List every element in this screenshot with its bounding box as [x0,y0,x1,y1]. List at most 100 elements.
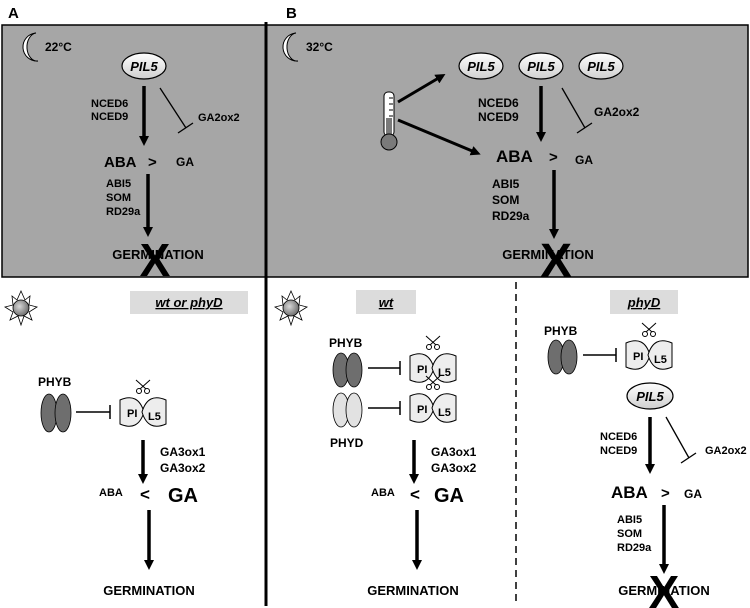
phyb-photoreceptor [40,393,72,433]
pil5-protein: PIL5 [626,382,674,410]
pil5-fragment-left: PI [417,404,427,416]
degraded-pil5: PI L5 [409,393,457,423]
temperature-22c: 22°C [45,40,72,54]
panel-label-a: A [8,5,19,22]
phyd-photoreceptor [332,392,363,428]
block-cross: X [649,566,680,608]
phyb-photoreceptor [332,352,363,388]
temp-to-pil5-arrow [397,73,446,104]
genotype-box [356,290,416,314]
germination-label: GERMINATION [367,583,458,598]
degraded-pil5: PI L5 [409,353,457,383]
ga-label: GA [575,153,593,167]
pil5-fragment-left: PI [127,408,137,420]
aba-label: ABA [496,147,533,166]
pil5-fragment-left: PI [417,364,427,376]
phyb-label: PHYB [544,324,578,338]
degraded-pil5: PI L5 [119,397,167,427]
ga-label: GA [684,487,702,501]
inhibit-bar [177,122,194,134]
scissors-icon [425,375,441,390]
inhibit-bar [680,452,697,464]
nced9-label: NCED9 [478,110,519,124]
dark-panel-32c [265,24,749,278]
ga-label: GA [168,485,198,507]
panel-label-b: B [286,5,297,22]
nced6-label: NCED6 [91,98,128,110]
abi5-label: ABI5 [492,177,520,191]
nced6-label: NCED6 [600,431,637,443]
pil5-inhibits-ga [159,87,187,129]
genotype-box [130,291,248,314]
pil5-inhibits-ga [665,416,690,459]
moon-icon [282,32,299,62]
pil5-fragment-right: L5 [654,354,667,366]
genotype-box [610,290,678,314]
aba-label: ABA [104,154,137,171]
abi5-label: ABI5 [106,178,131,190]
pil5-protein: PIL5 [458,52,504,80]
rd29a-label: RD29a [492,209,530,223]
ga2ox2-label: GA2ox2 [705,445,747,457]
germination-blocked: GERMINATION [112,247,203,262]
germination-blocked: GERMINATION [618,583,709,598]
phyd-label: PHYD [330,436,364,450]
pil5-label: PIL5 [527,59,555,74]
ga2ox2-label: GA2ox2 [594,105,640,119]
block-cross: X [140,234,171,286]
temp-to-aba-arrow [397,118,481,156]
pil5-fragment-right: L5 [148,411,161,423]
genotype-label: phyD [627,295,661,310]
degraded-pil5: PI L5 [625,340,673,370]
greater-than: > [148,154,157,171]
pil5-label: PIL5 [130,59,158,74]
aba-label: ABA [371,487,395,499]
scissors-icon [641,322,657,337]
pil5-protein: PIL5 [518,52,564,80]
aba-label: ABA [99,487,123,499]
genotype-label: wt [379,295,394,310]
inhibit-bar [576,122,593,134]
phyb-label: PHYB [38,375,72,389]
phyb-label: PHYB [329,336,363,350]
genotype-label: wt or phyD [155,295,223,310]
pil5-protein: PIL5 [578,52,624,80]
less-than: < [410,485,420,504]
som-label: SOM [492,193,519,207]
pil5-inhibits-ga [561,87,586,129]
ga3ox1-label: GA3ox1 [431,445,477,459]
greater-than: > [549,149,558,166]
ga-label: GA [176,155,194,169]
pil5-label: PIL5 [587,59,615,74]
moon-icon [22,32,39,62]
pil5-label: PIL5 [636,389,664,404]
som-label: SOM [106,192,131,204]
som-label: SOM [617,528,642,540]
rd29a-label: RD29a [617,542,652,554]
ga-label: GA [434,485,464,507]
pil5-protein: PIL5 [121,52,167,80]
scissors-icon [135,379,151,394]
abi5-label: ABI5 [617,514,642,526]
ga3ox1-label: GA3ox1 [160,445,206,459]
phyb-photoreceptor [547,339,578,375]
nced9-label: NCED9 [600,445,637,457]
sun-icon [273,290,309,327]
pil5-fragment-right: L5 [438,367,451,379]
block-cross: X [540,235,572,288]
less-than: < [140,485,150,504]
aba-label: ABA [611,483,648,502]
greater-than: > [661,485,670,502]
rd29a-label: RD29a [106,206,141,218]
sun-icon [3,290,39,327]
pil5-fragment-left: PI [633,351,643,363]
ga3ox2-label: GA3ox2 [431,461,477,475]
ga2ox2-label: GA2ox2 [198,112,240,124]
scissors-icon [425,335,441,350]
pil5-label: PIL5 [467,59,495,74]
nced6-label: NCED6 [478,96,519,110]
thermometer-icon [380,91,398,151]
temperature-32c: 32°C [306,40,333,54]
nced9-label: NCED9 [91,111,128,123]
